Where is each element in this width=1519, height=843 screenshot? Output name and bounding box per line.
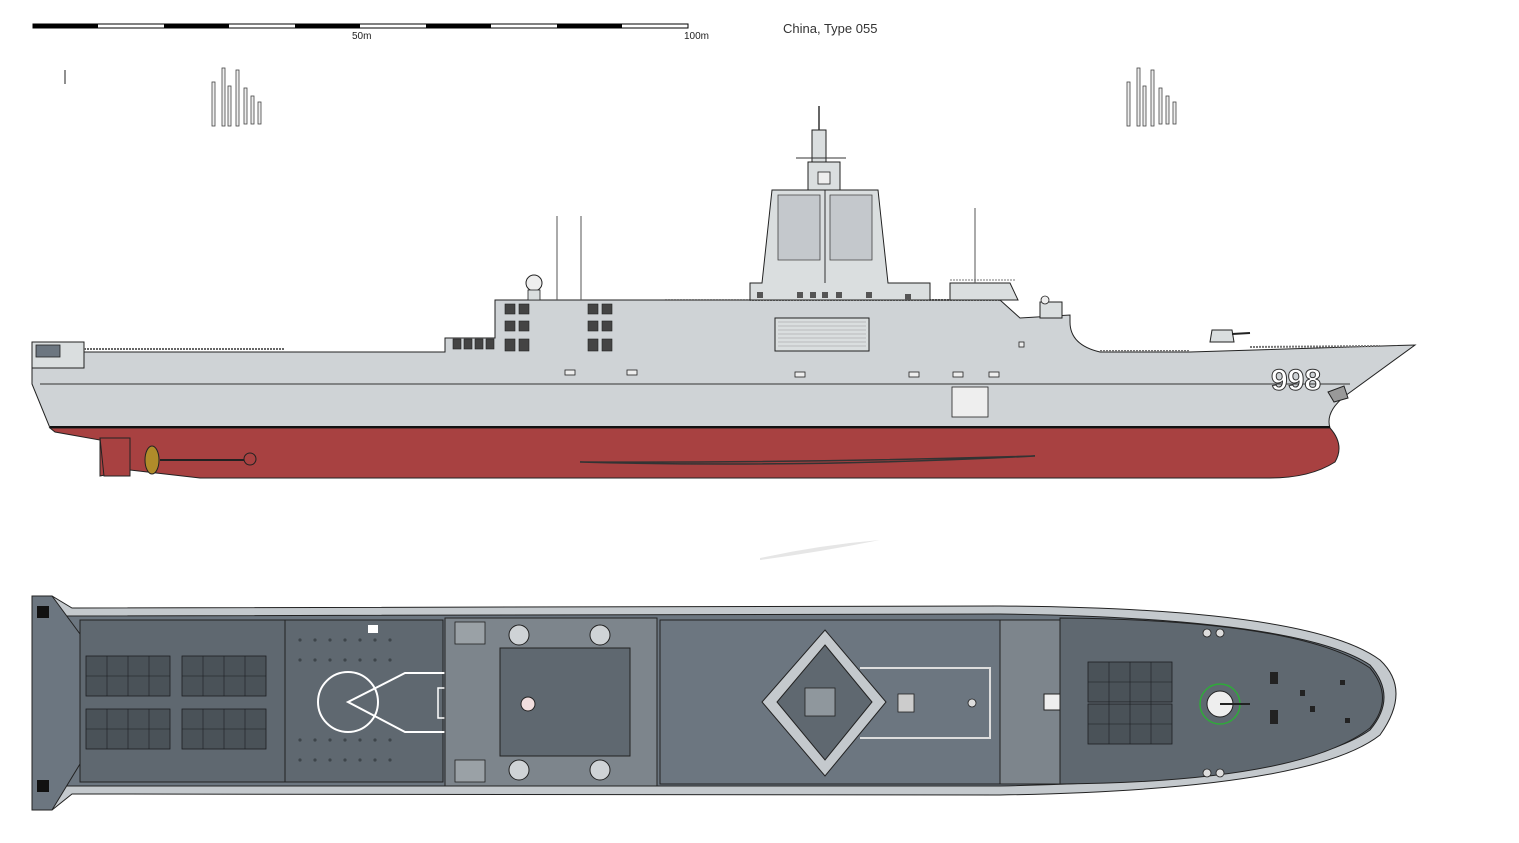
aft-radome-icon: [520, 696, 536, 712]
ciws-icon: [1039, 301, 1063, 319]
aft-vls-windows: [452, 303, 613, 352]
main-gun-icon: [1209, 329, 1235, 343]
scale-label-100m: 100m: [684, 31, 710, 42]
page-title: China, Type 055: [783, 21, 878, 36]
hull-number: 998: [1271, 364, 1321, 397]
plan-view: [31, 595, 1397, 811]
ciws-plan-icon: [1043, 693, 1061, 711]
scale-label-50m: 50m: [352, 31, 372, 42]
underwater-hull: [48, 427, 1340, 479]
propeller-icon: [144, 445, 160, 475]
scale-bar: [32, 23, 689, 29]
hull-upper: [31, 299, 1417, 429]
missile-icons-right: [1126, 67, 1177, 127]
helipad-circle: [317, 671, 379, 733]
side-grille: [774, 317, 870, 352]
missile-icons-left: [211, 67, 262, 127]
anchor-icon: [1327, 385, 1349, 403]
helipad: [284, 619, 444, 783]
radome-icon: [525, 274, 543, 292]
side-profile: 998: [31, 106, 1417, 479]
